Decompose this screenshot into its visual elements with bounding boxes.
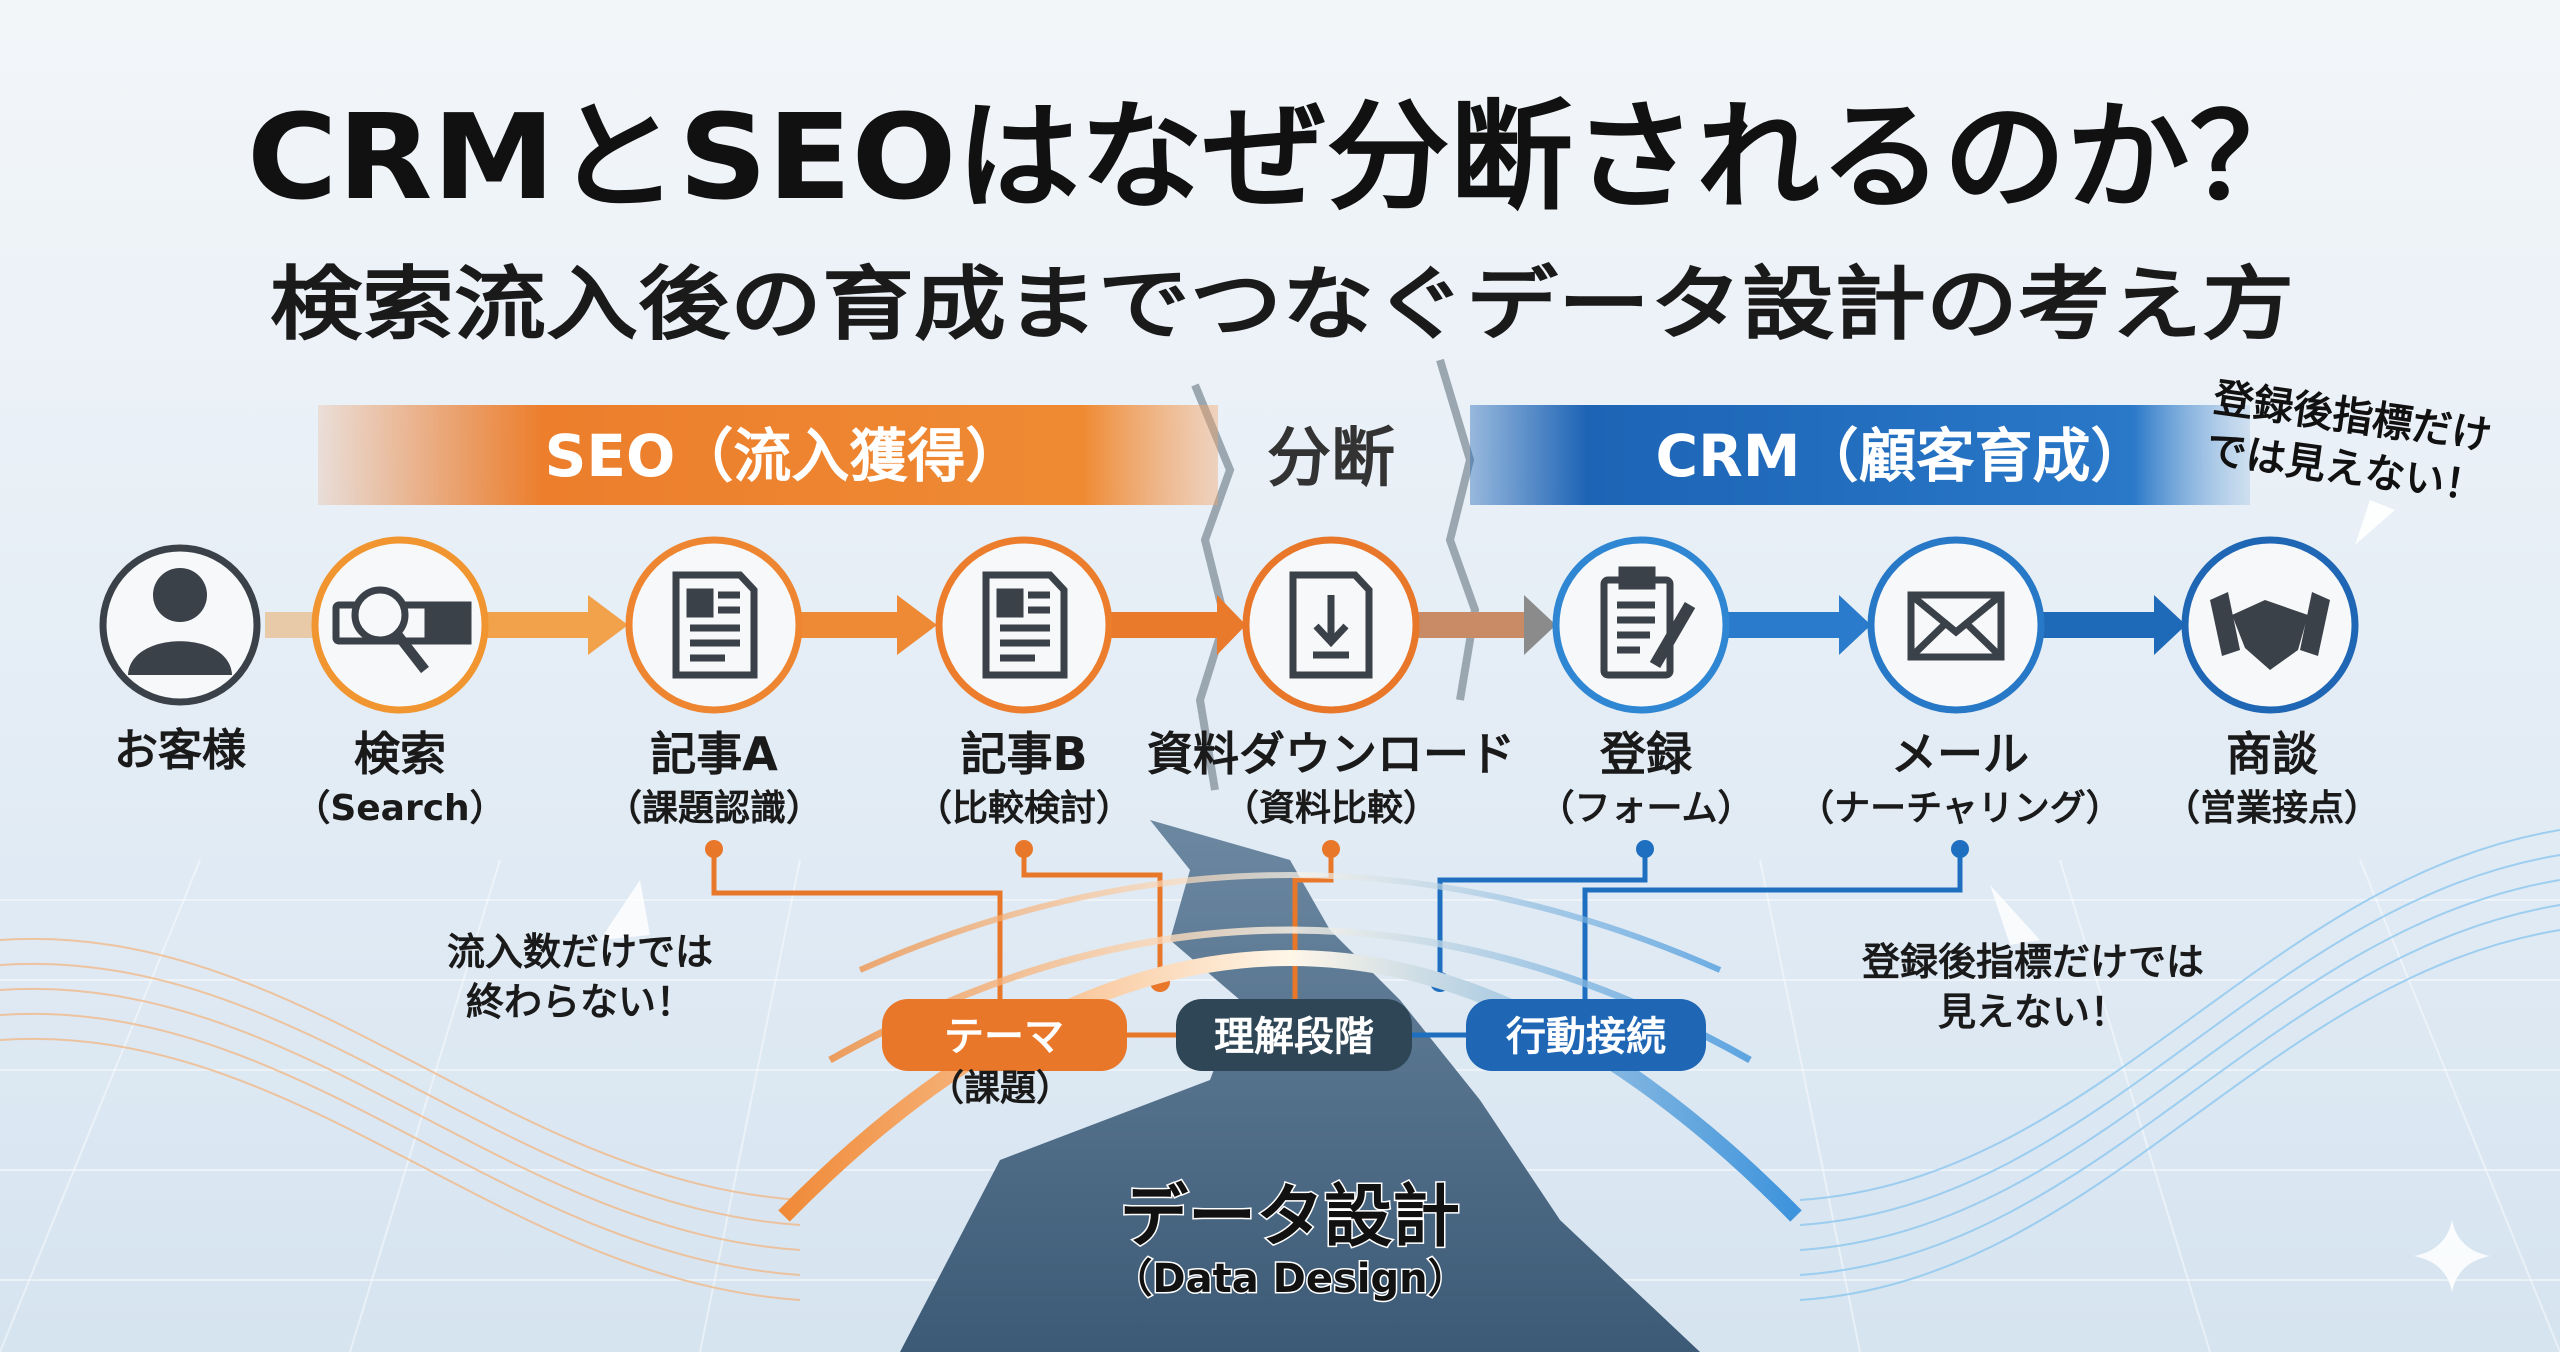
callout-tail-left <box>600 880 650 940</box>
step-sublabel: （比較検討） <box>916 788 1132 829</box>
download-icon <box>1289 571 1373 679</box>
step-circle-register <box>1552 536 1730 714</box>
seo-band <box>318 405 1218 505</box>
chasm-crack <box>900 820 1700 1352</box>
crack-line <box>1191 383 1235 791</box>
step-label: 資料ダウンロード <box>1147 727 1515 781</box>
crm-band <box>1470 405 2250 505</box>
sparkle-icon <box>2414 1220 2490 1292</box>
divide-label: 分断 <box>1267 422 1395 496</box>
callout-tail-top-right <box>2355 500 2395 545</box>
step-circle-mail <box>1867 536 2045 714</box>
search-icon <box>332 586 472 674</box>
step-label: お客様 <box>114 725 247 776</box>
clipboard-icon <box>1600 566 1696 679</box>
pill-theme-label: テーマ <box>944 1014 1064 1060</box>
pill-theme <box>882 999 1127 1071</box>
data-design-sublabel: （Data Design） <box>1112 1256 1467 1302</box>
article-icon <box>982 571 1068 679</box>
callout-left: 流入数だけでは 終わらない！ <box>447 930 713 1024</box>
pill-action-label: 行動接続 <box>1506 1014 1666 1060</box>
step-label: メール <box>1891 727 2029 781</box>
handshake-icon <box>2210 592 2330 670</box>
pill-stage <box>1176 999 1412 1071</box>
page-subtitle: 検索流入後の育成までつなぐデータ設計の考え方 <box>270 258 2294 351</box>
step-sublabel: （ナーチャリング） <box>1798 788 2122 829</box>
seo-band-label: SEO（流入獲得） <box>545 422 1024 490</box>
callout-tail-right <box>1990 885 2040 945</box>
wave-lines-right <box>1799 829 2560 1301</box>
crm-band-label: CRM（顧客育成） <box>1656 422 2149 490</box>
callout-right: 登録後指標だけでは 見えない！ <box>1861 940 2204 1034</box>
step-sublabel: （Search） <box>294 788 505 829</box>
page-title: CRMとSEOはなぜ分断されるのか？ <box>247 88 2313 226</box>
step-sublabel: （フォーム） <box>1539 788 1754 829</box>
pill-action <box>1466 999 1706 1071</box>
step-label: 記事A <box>650 727 778 781</box>
step-label: 検索 <box>354 727 446 781</box>
pill-stage-label: 理解段階 <box>1214 1014 1374 1060</box>
svg-text:登録後指標だけでは: 登録後指標だけでは <box>1861 940 2204 984</box>
svg-text:流入数だけでは: 流入数だけでは <box>447 930 713 974</box>
svg-text:終わらない！: 終わらない！ <box>466 980 694 1024</box>
step-label: 商談 <box>2226 727 2318 781</box>
person-icon <box>128 568 232 675</box>
connector-lines <box>711 849 1963 1038</box>
step-sublabel: （営業接点） <box>2164 788 2380 829</box>
mail-icon <box>1907 591 2005 661</box>
flow-arrows <box>265 595 2186 655</box>
step-sublabel: （資料比較） <box>1223 788 1439 829</box>
step-labels: お客様 検索 記事A 記事B 資料ダウンロード 登録 メール 商談 （Searc… <box>114 725 2380 829</box>
bridge <box>778 872 1802 1222</box>
svg-text:見えない！: 見えない！ <box>1938 990 2128 1034</box>
data-design-label: データ設計 <box>1120 1178 1460 1257</box>
wave-lines-left <box>0 937 801 1301</box>
step-label: 記事B <box>960 727 1087 781</box>
crack-line-2 <box>1436 358 1480 701</box>
pill-theme-sublabel: （課題） <box>928 1068 1072 1109</box>
step-sublabel: （課題認識） <box>606 788 822 829</box>
article-icon <box>672 571 758 679</box>
step-label: 登録 <box>1599 727 1693 781</box>
